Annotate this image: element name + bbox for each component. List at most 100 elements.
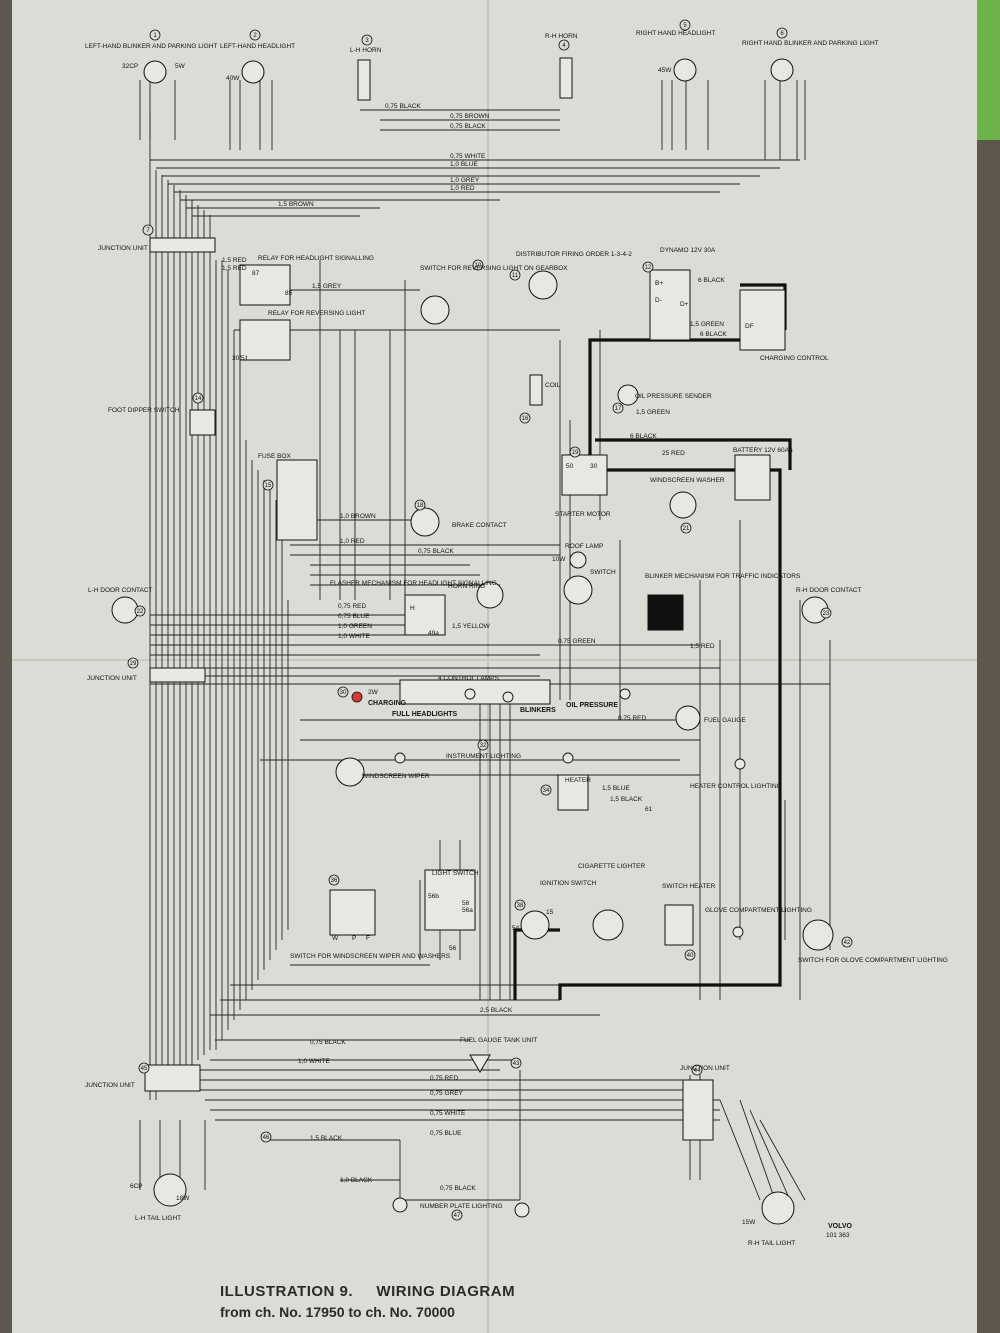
num-34: 34 bbox=[543, 788, 550, 794]
right-headlight-lamp bbox=[673, 58, 697, 82]
wire-label: 0,75 BLACK bbox=[385, 103, 421, 110]
label-38: IGNITION SWITCH bbox=[540, 880, 597, 887]
num-38: 38 bbox=[517, 903, 524, 909]
fuel-gauge bbox=[675, 705, 701, 731]
terminal-label: W bbox=[332, 935, 339, 942]
wire-label: 6 BLACK bbox=[698, 277, 725, 284]
diagram-labels: LEFT-HAND BLINKER AND PARKING LIGHT LEFT… bbox=[85, 23, 948, 1247]
tank-unit bbox=[469, 1054, 491, 1073]
junction-unit-rear-right bbox=[682, 1079, 714, 1141]
wire-label: 1,5 RED bbox=[690, 643, 715, 650]
wire-label: 1,0 BROWN bbox=[340, 513, 376, 520]
charging-lamp-red bbox=[351, 691, 363, 703]
label-47: NUMBER PLATE LIGHTING bbox=[420, 1203, 503, 1210]
terminal-label: 54 bbox=[512, 925, 520, 932]
wire-label: 1,0 WHITE bbox=[298, 1058, 330, 1065]
roof-lamp bbox=[569, 551, 587, 569]
wire-label: 1,5 RED bbox=[222, 265, 247, 272]
brand-code: 101 363 bbox=[826, 1232, 850, 1239]
component-symbols bbox=[111, 57, 834, 1225]
label-19: STARTER MOTOR bbox=[555, 511, 611, 518]
label-28: BLINKER MECHANISM FOR TRAFFIC INDICATORS bbox=[645, 573, 801, 580]
num-30: 30 bbox=[340, 690, 347, 696]
label-10: SWITCH FOR REVERSING LIGHT ON GEARBOX bbox=[420, 265, 568, 272]
label-22: L-H DOOR CONTACT bbox=[88, 587, 153, 594]
wire-label: 0,75 BLACK bbox=[418, 548, 454, 555]
terminal-label: 50 bbox=[566, 463, 574, 470]
label-5: RIGHT HAND HEADLIGHT bbox=[636, 30, 715, 37]
wire-label: 0,75 WHITE bbox=[430, 1110, 466, 1117]
label-2: LEFT-HAND HEADLIGHT bbox=[220, 43, 295, 50]
num-32: 32 bbox=[480, 743, 487, 749]
lamp-w-40w: 40W bbox=[226, 75, 240, 82]
label-44: JUNCTION UNIT bbox=[680, 1065, 730, 1072]
foot-dipper-switch bbox=[189, 409, 216, 436]
label-13: CHARGING CONTROL bbox=[760, 355, 829, 362]
wire-label: 1,0 RED bbox=[340, 538, 365, 545]
terminal-label: 56b bbox=[428, 893, 439, 900]
left-headlight-lamp bbox=[241, 60, 265, 84]
num-17: 17 bbox=[615, 406, 622, 412]
num-12: 12 bbox=[645, 265, 652, 271]
illustration-number: ILLUSTRATION 9. bbox=[220, 1283, 354, 1300]
lamp-label-charging: CHARGING bbox=[368, 700, 407, 707]
wire-label: 25 RED bbox=[662, 450, 685, 457]
brake-contact bbox=[410, 507, 440, 537]
diagram-sheet bbox=[12, 0, 977, 1333]
terminal-label: D- bbox=[655, 297, 662, 304]
label-30: 4 CONTROL LAMPS bbox=[438, 675, 499, 682]
label-42: SWITCH FOR GLOVE COMPARTMENT LIGHTING bbox=[798, 957, 948, 964]
right-blinker-lamp bbox=[770, 58, 794, 82]
lamp-w-5w: 5W bbox=[175, 63, 186, 70]
brand-name: VOLVO bbox=[828, 1223, 853, 1230]
wire-label: 0,75 BLACK bbox=[450, 123, 486, 130]
terminal-label: 56a bbox=[462, 907, 473, 914]
label-26: ROOF LAMP bbox=[565, 543, 603, 550]
label-37: LIGHT SWITCH bbox=[432, 870, 479, 877]
num-2: 2 bbox=[253, 33, 257, 39]
label-20: BATTERY 12V 60Ah bbox=[733, 447, 793, 454]
label-41: GLOVE COMPARTMENT LIGHTING bbox=[705, 907, 812, 914]
wire-label: 0,75 BLACK bbox=[310, 1039, 346, 1046]
terminal-label: 15 bbox=[546, 909, 554, 916]
relay-headlight-box bbox=[239, 264, 291, 306]
label-14: FOOT DIPPER SWITCH bbox=[108, 407, 180, 414]
label-33: WINDSCREEN WIPER bbox=[362, 773, 430, 780]
label-35: HEATER CONTROL LIGHTING bbox=[690, 783, 782, 790]
glove-switch bbox=[802, 919, 834, 951]
terminal-label: 30 bbox=[590, 463, 598, 470]
label-36: SWITCH FOR WINDSCREEN WIPER AND WASHERS bbox=[290, 953, 451, 960]
horn-ring bbox=[476, 581, 504, 609]
windscreen-wiper bbox=[335, 757, 365, 787]
label-25: HORN RING bbox=[448, 583, 485, 590]
num-23: 23 bbox=[823, 611, 830, 617]
terminal-label: F bbox=[366, 935, 370, 942]
wire-label: 1,0 BLUE bbox=[450, 161, 478, 168]
num-29: 29 bbox=[130, 661, 137, 667]
starter-motor bbox=[561, 454, 608, 496]
label-23: R-H DOOR CONTACT bbox=[796, 587, 862, 594]
relay-reversing-box bbox=[239, 319, 291, 361]
blinker-mechanism bbox=[647, 594, 684, 631]
label-4: R-H HORN bbox=[545, 33, 578, 40]
heater-switch bbox=[664, 904, 694, 946]
wire-label: 0,75 GREEN bbox=[558, 638, 596, 645]
lamp-w-6cp: 6CP bbox=[130, 1183, 143, 1190]
lamp-w-18w: 18W bbox=[176, 1195, 190, 1202]
num-5: 5 bbox=[683, 23, 687, 29]
label-43: FUEL GAUGE TANK UNIT bbox=[460, 1037, 537, 1044]
terminal-label: 87 bbox=[252, 270, 260, 277]
wire-label: 0,75 GREY bbox=[430, 1090, 464, 1097]
dynamo-box bbox=[649, 269, 691, 341]
label-15: FUSE BOX bbox=[258, 453, 292, 460]
light-switch bbox=[424, 869, 476, 931]
num-7: 7 bbox=[146, 228, 150, 234]
lamp-label-oil-pressure: OIL PRESSURE bbox=[566, 702, 618, 709]
wire-label: 0,75 RED bbox=[338, 603, 366, 610]
terminal-label: D+ bbox=[680, 301, 689, 308]
label-9: RELAY FOR REVERSING LIGHT bbox=[268, 310, 365, 317]
wire-label: 6 BLACK bbox=[700, 331, 727, 338]
num-18: 18 bbox=[417, 503, 424, 509]
num-6: 6 bbox=[780, 31, 784, 37]
